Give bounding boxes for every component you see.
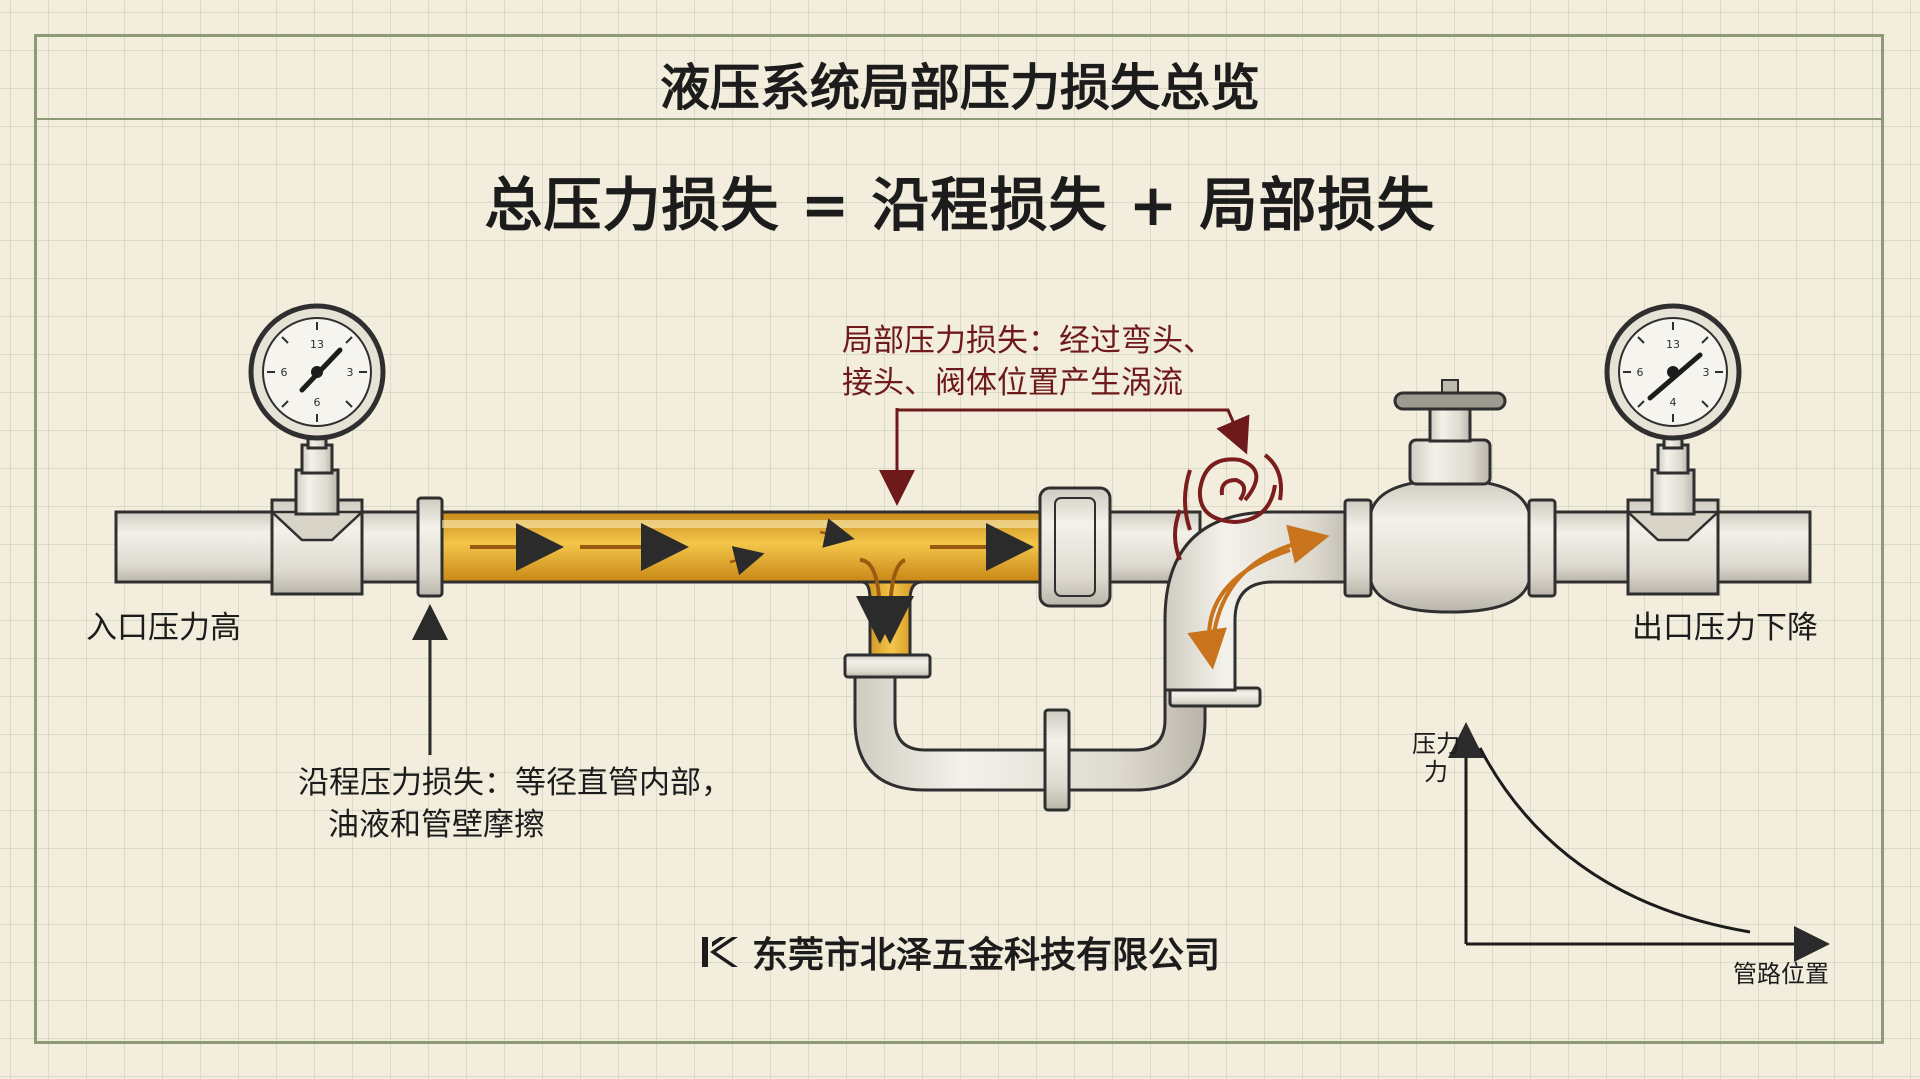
right-gauge-number-bottom: 4 [1670,396,1677,409]
local-loss-label: 局部压力损失：经过弯头、 接头、阀体位置产生涡流 [842,320,1214,404]
right-gauge-number-right: 3 [1703,366,1710,379]
outlet-pressure-label: 出口压力下降 [1632,610,1818,646]
local-loss-callout-arrow [879,408,1250,506]
friction-loss-label: 沿程压力损失：等径直管内部， 油液和管壁摩擦 [298,762,758,846]
friction-loss-line2: 油液和管壁摩擦 [328,807,545,843]
left-gauge-number-bottom: 6 [314,396,321,409]
right-pressure-gauge-icon: 13 3 6 4 [1604,303,1742,441]
tee-branch-down [843,580,932,679]
mini-chart-y-label: 压力力 [1412,730,1460,786]
elbow-pipe [1163,510,1362,692]
formula-text: 总压力损失 = 沿程损失 + 局部损失 [484,171,1436,239]
valve-icon [1343,379,1557,614]
inlet-pressure-label: 入口压力高 [86,610,241,646]
left-gauge-number-right: 3 [347,366,354,379]
left-gauge-number-top: 13 [310,338,324,351]
mini-chart-x-label: 管路位置 [1733,960,1829,988]
right-gauge-number-top: 13 [1666,338,1680,351]
left-pressure-gauge-icon: 13 3 6 6 [248,303,386,441]
page-title: 液压系统局部压力损失总览 [660,59,1260,117]
pressure-decay-mini-chart [1448,722,1830,962]
company-branding: 东莞市北泽五金科技有限公司 [698,926,1220,978]
flow-arrows [470,518,1034,644]
lower-loop-pipe [853,638,1262,812]
pressure-decay-curve [1478,747,1751,934]
local-loss-line2: 接头、阀体位置产生涡流 [842,365,1183,401]
friction-loss-line1: 沿程压力损失：等径直管内部， [298,765,732,801]
right-gauge-number-left: 6 [1637,366,1644,379]
left-flange [416,496,444,598]
company-name: 东莞市北泽五金科技有限公司 [752,935,1221,976]
vortex-swirl-icon [1173,453,1283,561]
left-gauge-number-left: 6 [281,366,288,379]
company-logo-icon [702,937,738,967]
title-divider [34,118,1884,120]
local-loss-line1: 局部压力损失：经过弯头、 [842,323,1214,359]
